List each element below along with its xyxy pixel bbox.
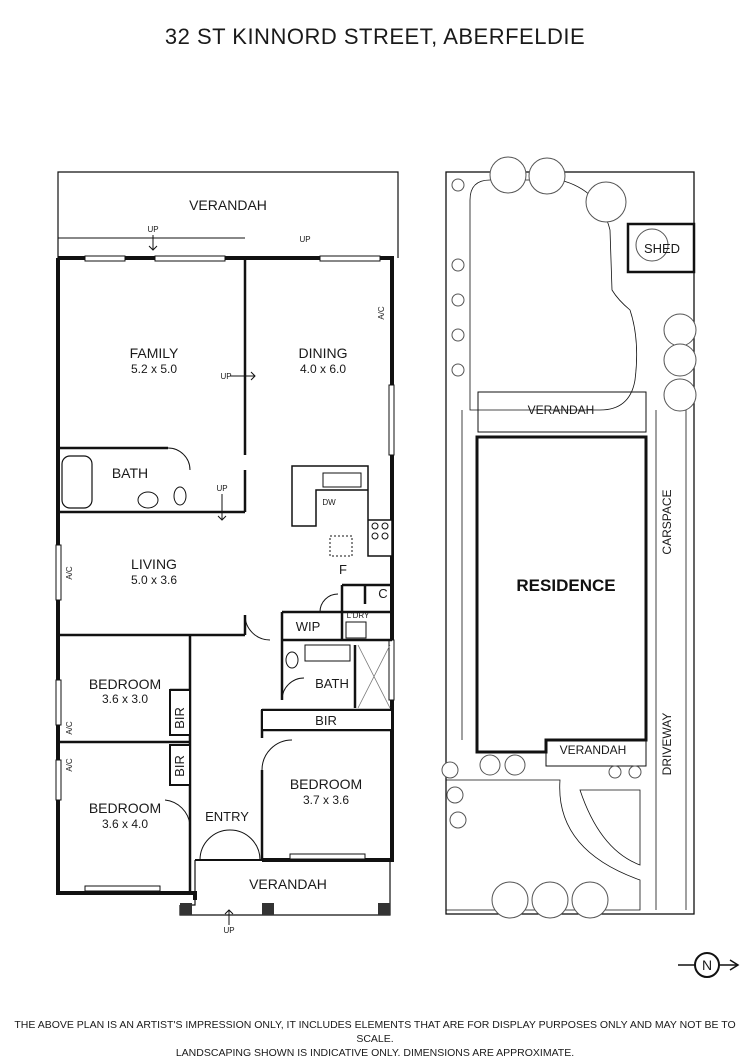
wip-label: WIP <box>296 619 321 634</box>
disclaimer-line-2: LANDSCAPING SHOWN IS INDICATIVE ONLY. DI… <box>175 1047 575 1059</box>
laundry-trough <box>345 621 367 639</box>
shrub-icon <box>451 363 465 377</box>
bir-cupboard-3 <box>261 709 393 731</box>
front-post-3 <box>378 903 390 915</box>
bedroom2-label: BEDROOM <box>89 800 161 816</box>
shrub-icon <box>451 328 465 342</box>
front-garden <box>445 779 641 911</box>
front-post-1 <box>180 903 192 915</box>
tree-icon <box>635 228 669 262</box>
shrub-icon <box>446 786 464 804</box>
bir-label-2: BIR <box>172 755 187 777</box>
shrub-icon <box>449 811 467 829</box>
trees <box>441 156 697 919</box>
up-label-3: UP <box>220 372 231 381</box>
toilet <box>173 486 187 506</box>
tree-icon <box>571 881 609 919</box>
up-arrows <box>148 235 300 925</box>
rear-verandah-outline <box>57 171 399 258</box>
basin <box>137 491 159 509</box>
front-lawn <box>579 789 641 866</box>
front-post-2 <box>262 903 274 915</box>
site-rear-verandah <box>477 391 647 433</box>
shrub-icon <box>479 754 501 776</box>
shrub-icon <box>628 765 642 779</box>
tree-icon <box>489 156 527 194</box>
shrub-icon <box>608 765 622 779</box>
floor-plan <box>55 171 399 925</box>
living-dim: 5.0 x 3.6 <box>131 573 177 587</box>
ac-label-2: A/C <box>65 566 74 580</box>
bedroom3-dim: 3.7 x 3.6 <box>303 793 349 807</box>
family-label: FAMILY <box>130 345 179 361</box>
dining-dim: 4.0 x 6.0 <box>300 362 346 376</box>
up-label-5: UP <box>223 926 234 935</box>
tree-icon <box>528 157 566 195</box>
up-label-1: UP <box>147 225 158 234</box>
bir-label-1: BIR <box>172 707 187 729</box>
disclaimer: THE ABOVE PLAN IS AN ARTIST'S IMPRESSION… <box>0 1018 750 1060</box>
front-verandah-label: VERANDAH <box>249 876 327 892</box>
ac-label-3: A/C <box>65 721 74 735</box>
north-compass-icon: N <box>678 952 740 978</box>
site-boundary <box>445 171 695 915</box>
tree-icon <box>663 313 697 347</box>
fridge-label: F <box>339 562 347 577</box>
dining-label: DINING <box>299 345 348 361</box>
up-label-2: UP <box>299 235 310 244</box>
driveway-label: DRIVEWAY <box>660 713 674 776</box>
compass-label: N <box>702 957 712 973</box>
tree-icon <box>531 881 569 919</box>
entry-label: ENTRY <box>205 809 249 824</box>
living-label: LIVING <box>131 556 177 572</box>
bedroom1-dim: 3.6 x 3.0 <box>102 692 148 706</box>
bath1-label: BATH <box>112 465 148 481</box>
tree-icon <box>585 181 627 223</box>
bir-cupboard-1 <box>169 689 191 736</box>
disclaimer-line-1: THE ABOVE PLAN IS AN ARTIST'S IMPRESSION… <box>14 1019 736 1045</box>
rear-lawn <box>469 179 638 411</box>
kitchen-island <box>329 535 353 557</box>
toilet-2 <box>285 651 299 669</box>
bathtub <box>61 455 93 509</box>
shed-label: SHED <box>644 241 680 256</box>
bir-label-3: BIR <box>315 713 337 728</box>
site-front-verandah <box>545 739 647 767</box>
shrub-icon <box>504 754 526 776</box>
up-label-4: UP <box>216 484 227 493</box>
shrub-icon <box>441 761 459 779</box>
residence-label: RESIDENCE <box>516 576 615 595</box>
vanity <box>304 644 351 662</box>
dw-label: DW <box>322 498 336 507</box>
carspace-label: CARSPACE <box>660 489 674 554</box>
plan-title: 32 ST KINNORD STREET, ABERFELDIE <box>164 24 586 49</box>
door-swings <box>164 447 339 861</box>
laundry-label: L'DRY <box>347 611 370 620</box>
family-dim: 5.2 x 5.0 <box>131 362 177 376</box>
bedroom3-label: BEDROOM <box>290 776 362 792</box>
ac-label-1: A/C <box>377 306 386 320</box>
rear-verandah-label: VERANDAH <box>189 197 267 213</box>
tree-icon <box>663 343 697 377</box>
site-verandah-label: VERANDAH <box>528 403 595 417</box>
shrub-icon <box>451 293 465 307</box>
tree-icon <box>491 881 529 919</box>
ac-label-4: A/C <box>65 758 74 772</box>
bir-cupboard-2 <box>169 744 191 786</box>
site-plan <box>441 156 697 919</box>
site-front-verandah-label: VERANDAH <box>560 743 627 757</box>
shrub-icon <box>451 178 465 192</box>
shower <box>357 644 391 709</box>
bath2-label: BATH <box>315 676 349 691</box>
tree-icon <box>663 378 697 412</box>
kitchen-sink <box>322 472 362 488</box>
bedroom2-dim: 3.6 x 4.0 <box>102 817 148 831</box>
kitchen-bench <box>291 465 393 557</box>
bedroom1-label: BEDROOM <box>89 676 161 692</box>
cupboard-label: C <box>378 586 387 601</box>
shrub-icon <box>451 258 465 272</box>
cooktop <box>371 522 389 540</box>
rear-windows <box>55 255 395 892</box>
